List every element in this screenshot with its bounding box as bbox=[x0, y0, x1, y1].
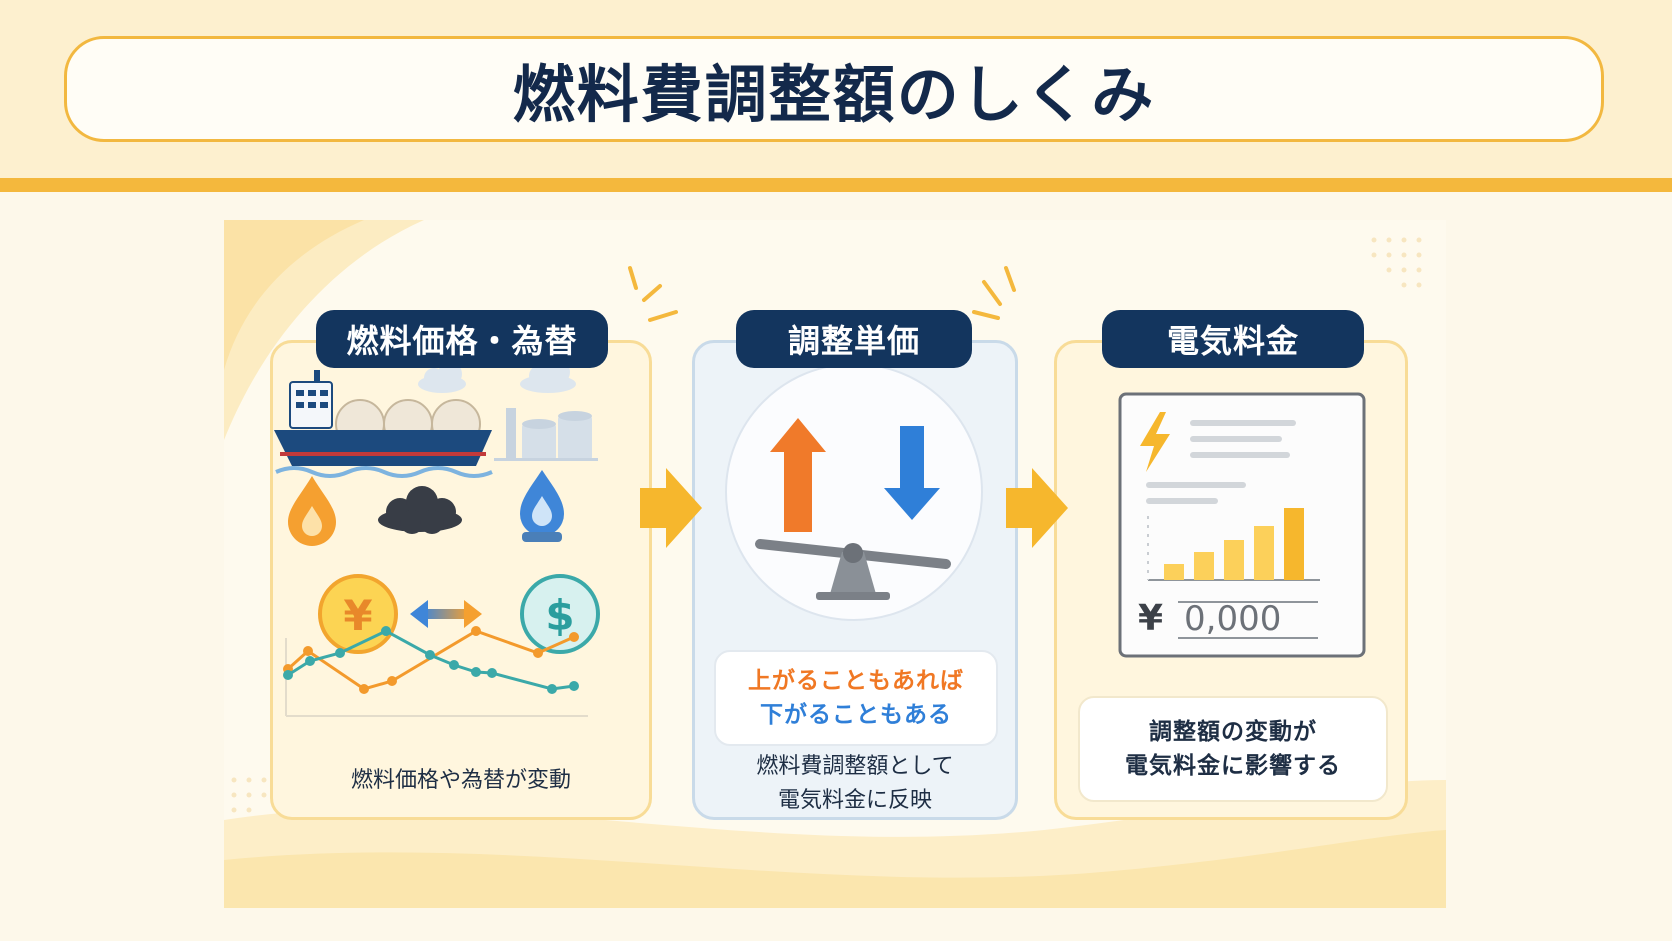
lightning-icon bbox=[1140, 412, 1170, 472]
background-waves bbox=[224, 220, 1446, 908]
diagram-panel: ¥ $ bbox=[224, 220, 1446, 908]
bar-chart-icon bbox=[1147, 508, 1320, 581]
fuel-caption: 燃料価格や為替が変動 bbox=[350, 768, 571, 793]
step-label-unit-price: 調整単価 bbox=[736, 310, 972, 368]
arrow-right-icon bbox=[1006, 468, 1068, 548]
svg-text:$: $ bbox=[545, 591, 574, 640]
oil-drop-icon bbox=[288, 476, 336, 546]
title-box: 燃料費調整額のしくみ bbox=[64, 36, 1604, 142]
coal-icon bbox=[378, 486, 462, 534]
note-up: 上がることもあれば bbox=[748, 668, 964, 694]
dollar-coin-icon: $ bbox=[520, 574, 600, 654]
gas-flame-icon bbox=[520, 470, 564, 542]
step-label-fuel: 燃料価格・為替 bbox=[316, 310, 608, 368]
svg-text:¥: ¥ bbox=[343, 591, 372, 640]
header-rule bbox=[0, 178, 1672, 192]
line-chart-icon bbox=[283, 626, 588, 717]
elec-note-line1: 調整額の変動が bbox=[1149, 719, 1317, 745]
seesaw-icon bbox=[755, 539, 951, 600]
burst-icon bbox=[628, 266, 1016, 322]
elec-note-line2: 電気料金に影響する bbox=[1125, 753, 1341, 779]
page-title: 燃料費調整額のしくみ bbox=[512, 58, 1156, 131]
bill-amount: 0,000 bbox=[1184, 599, 1281, 639]
lng-tanker-icon bbox=[274, 370, 493, 478]
electricity-note: 調整額の変動が 電気料金に影響する bbox=[1078, 696, 1388, 802]
unit-price-note: 上がることもあれば 下がることもある bbox=[714, 650, 998, 746]
illustrations: ¥ $ bbox=[274, 266, 1366, 717]
exchange-arrow-icon bbox=[410, 600, 482, 628]
unit-caption-line2: 電気料金に反映 bbox=[777, 788, 932, 813]
bill-currency: ¥ bbox=[1138, 598, 1163, 639]
factory-icon bbox=[494, 408, 598, 461]
unit-caption-line1: 燃料費調整額として bbox=[756, 754, 954, 779]
up-arrow-icon bbox=[770, 418, 826, 532]
step-label-electricity: 電気料金 bbox=[1102, 310, 1364, 368]
down-arrow-icon bbox=[884, 426, 940, 520]
arrow-right-icon bbox=[640, 468, 702, 548]
yen-coin-icon: ¥ bbox=[318, 574, 398, 654]
unit-price-caption: 燃料費調整額として 電気料金に反映 bbox=[692, 750, 1018, 818]
note-down: 下がることもある bbox=[760, 702, 952, 728]
bill-icon: ¥ 0,000 bbox=[1118, 392, 1366, 658]
